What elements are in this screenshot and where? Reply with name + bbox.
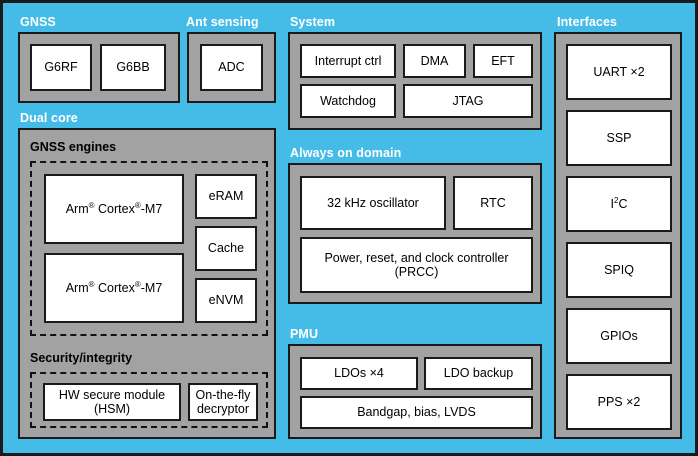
group-security-integrity: HW secure module (HSM) On-the-fly decryp… [30, 372, 268, 428]
block-pps-x2[interactable]: PPS ×2 [566, 374, 672, 430]
block-interrupt-ctrl[interactable]: Interrupt ctrl [300, 44, 396, 78]
section-label-gnss: GNSS [20, 15, 56, 29]
panel-gnss: G6RF G6BB [18, 32, 180, 103]
panel-ant-sensing: ADC [187, 32, 276, 103]
block-g6bb[interactable]: G6BB [100, 44, 166, 91]
block-uart-x2[interactable]: UART ×2 [566, 44, 672, 100]
block-dma[interactable]: DMA [403, 44, 466, 78]
panel-interfaces: UART ×2 SSP I2C SPIQ GPIOs PPS ×2 [554, 32, 682, 439]
block-label: Arm® Cortex®-M7 [65, 200, 163, 216]
block-jtag[interactable]: JTAG [403, 84, 533, 118]
block-on-the-fly-decryptor[interactable]: On-the-fly decryptor [188, 383, 258, 421]
panel-pmu: LDOs ×4 LDO backup Bandgap, bias, LVDS [288, 344, 542, 439]
section-label-always-on-domain: Always on domain [290, 146, 402, 160]
block-ldo-backup[interactable]: LDO backup [424, 357, 533, 390]
block-adc[interactable]: ADC [200, 44, 263, 91]
section-label-pmu: PMU [290, 327, 319, 341]
block-hw-secure-module[interactable]: HW secure module (HSM) [43, 383, 181, 421]
panel-always-on-domain: 32 kHz oscillator RTC Power, reset, and … [288, 163, 542, 304]
block-label: I2C [610, 195, 628, 211]
block-bandgap-bias-lvds[interactable]: Bandgap, bias, LVDS [300, 396, 533, 429]
block-i2c[interactable]: I2C [566, 176, 672, 232]
block-rtc[interactable]: RTC [453, 176, 533, 230]
block-label: Arm® Cortex®-M7 [65, 279, 163, 295]
block-arm-cortex-m7-2[interactable]: Arm® Cortex®-M7 [44, 253, 184, 323]
panel-dual-core: GNSS engines Arm® Cortex®-M7 Arm® Cortex… [18, 128, 276, 439]
section-label-dual-core: Dual core [20, 111, 78, 125]
group-gnss-engines: Arm® Cortex®-M7 Arm® Cortex®-M7 eRAM Cac… [30, 161, 268, 336]
subsection-label-gnss-engines: GNSS engines [30, 140, 117, 154]
section-label-system: System [290, 15, 336, 29]
block-32khz-oscillator[interactable]: 32 kHz oscillator [300, 176, 446, 230]
block-watchdog[interactable]: Watchdog [300, 84, 396, 118]
block-cache[interactable]: Cache [195, 226, 257, 271]
section-label-interfaces: Interfaces [557, 15, 618, 29]
block-ldos-x4[interactable]: LDOs ×4 [300, 357, 418, 390]
section-label-ant-sensing: Ant sensing [186, 15, 259, 29]
block-g6rf[interactable]: G6RF [30, 44, 92, 91]
panel-system: Interrupt ctrl DMA EFT Watchdog JTAG [288, 32, 542, 130]
block-eft[interactable]: EFT [473, 44, 533, 78]
block-spiq[interactable]: SPIQ [566, 242, 672, 298]
block-eram[interactable]: eRAM [195, 174, 257, 219]
block-gpios[interactable]: GPIOs [566, 308, 672, 364]
block-envm[interactable]: eNVM [195, 278, 257, 323]
block-arm-cortex-m7-1[interactable]: Arm® Cortex®-M7 [44, 174, 184, 244]
subsection-label-security-integrity: Security/integrity [30, 351, 133, 365]
block-ssp[interactable]: SSP [566, 110, 672, 166]
block-prcc[interactable]: Power, reset, and clock controller (PRCC… [300, 237, 533, 293]
